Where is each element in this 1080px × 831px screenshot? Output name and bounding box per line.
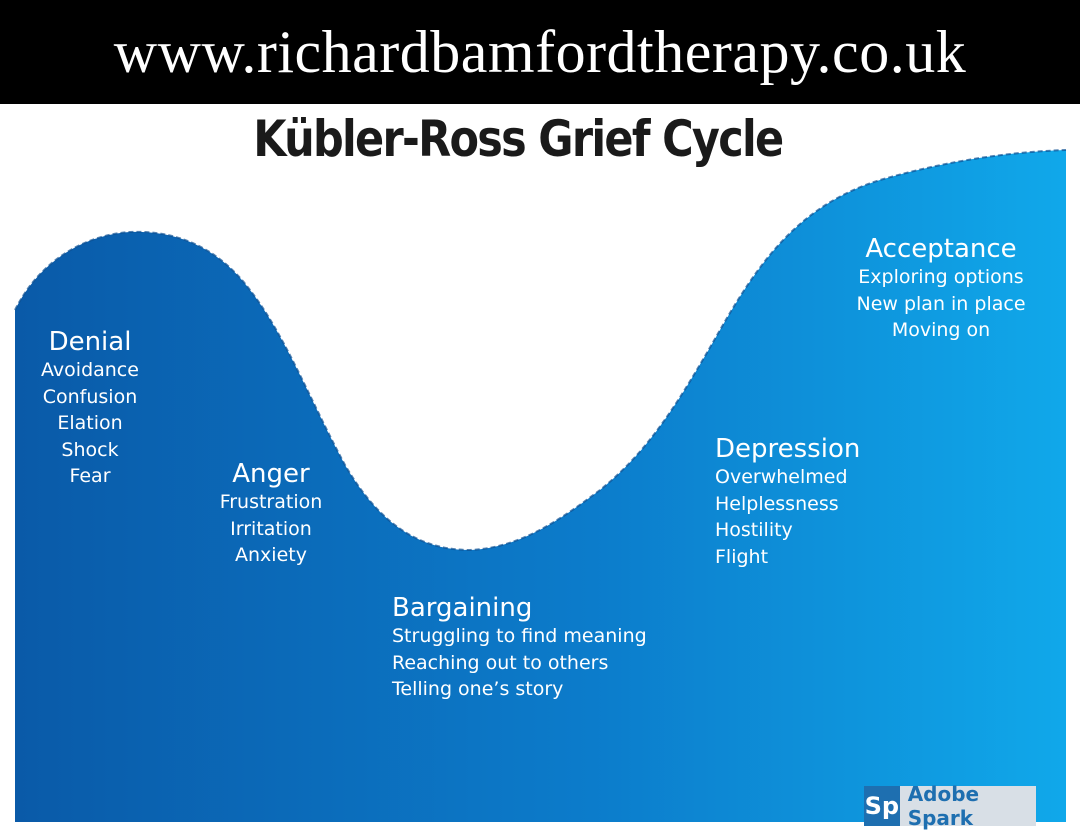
stage-item: Anxiety xyxy=(235,544,307,566)
diagram-title: Kübler-Ross Grief Cycle xyxy=(253,110,784,168)
stage-anger: Anger Frustration Irritation Anxiety xyxy=(205,459,337,569)
stage-bargaining: Bargaining Struggling to find meaning Re… xyxy=(392,593,647,703)
stage-item: Confusion xyxy=(42,385,138,408)
adobe-spark-badge[interactable]: Sp Adobe Spark xyxy=(864,782,1036,830)
stage-item: Flight xyxy=(715,545,769,568)
stage-item: Helplessness xyxy=(715,492,839,515)
stage-name: Anger xyxy=(232,459,310,489)
stage-item: Irritation xyxy=(230,517,312,540)
stage-name: Acceptance xyxy=(865,234,1017,264)
stage-item: Avoidance xyxy=(41,359,139,381)
stage-item: Moving on xyxy=(891,319,991,341)
stage-item: Overwhelmed xyxy=(715,466,848,488)
stage-item: New plan in place xyxy=(856,292,1026,315)
stage-name: Depression xyxy=(715,434,861,464)
stage-item: Shock xyxy=(61,438,119,461)
stage-acceptance: Acceptance Exploring options New plan in… xyxy=(845,234,1037,344)
stage-item: Fear xyxy=(69,465,111,487)
stage-item: Elation xyxy=(57,412,123,434)
stage-item: Frustration xyxy=(219,491,323,513)
stage-name: Bargaining xyxy=(392,593,533,623)
stage-item: Telling one’s story xyxy=(392,678,564,700)
stage-depression: Depression Overwhelmed Helplessness Host… xyxy=(715,434,860,570)
grief-curve-line xyxy=(14,149,1067,552)
stage-item: Reaching out to others xyxy=(392,651,609,674)
website-banner: www.richardbamfordtherapy.co.uk xyxy=(0,0,1080,104)
stage-item: Hostility xyxy=(715,519,793,541)
stage-item: Struggling to find meaning xyxy=(392,625,647,647)
grief-curve-area xyxy=(15,150,1066,822)
adobe-spark-label: Adobe Spark xyxy=(907,782,980,830)
adobe-spark-logo-icon: Sp xyxy=(864,786,900,826)
website-url: www.richardbamfordtherapy.co.uk xyxy=(113,18,967,85)
stage-denial: Denial Avoidance Confusion Elation Shock… xyxy=(20,327,160,490)
stage-name: Denial xyxy=(48,327,132,357)
stage-item: Exploring options xyxy=(858,266,1024,288)
